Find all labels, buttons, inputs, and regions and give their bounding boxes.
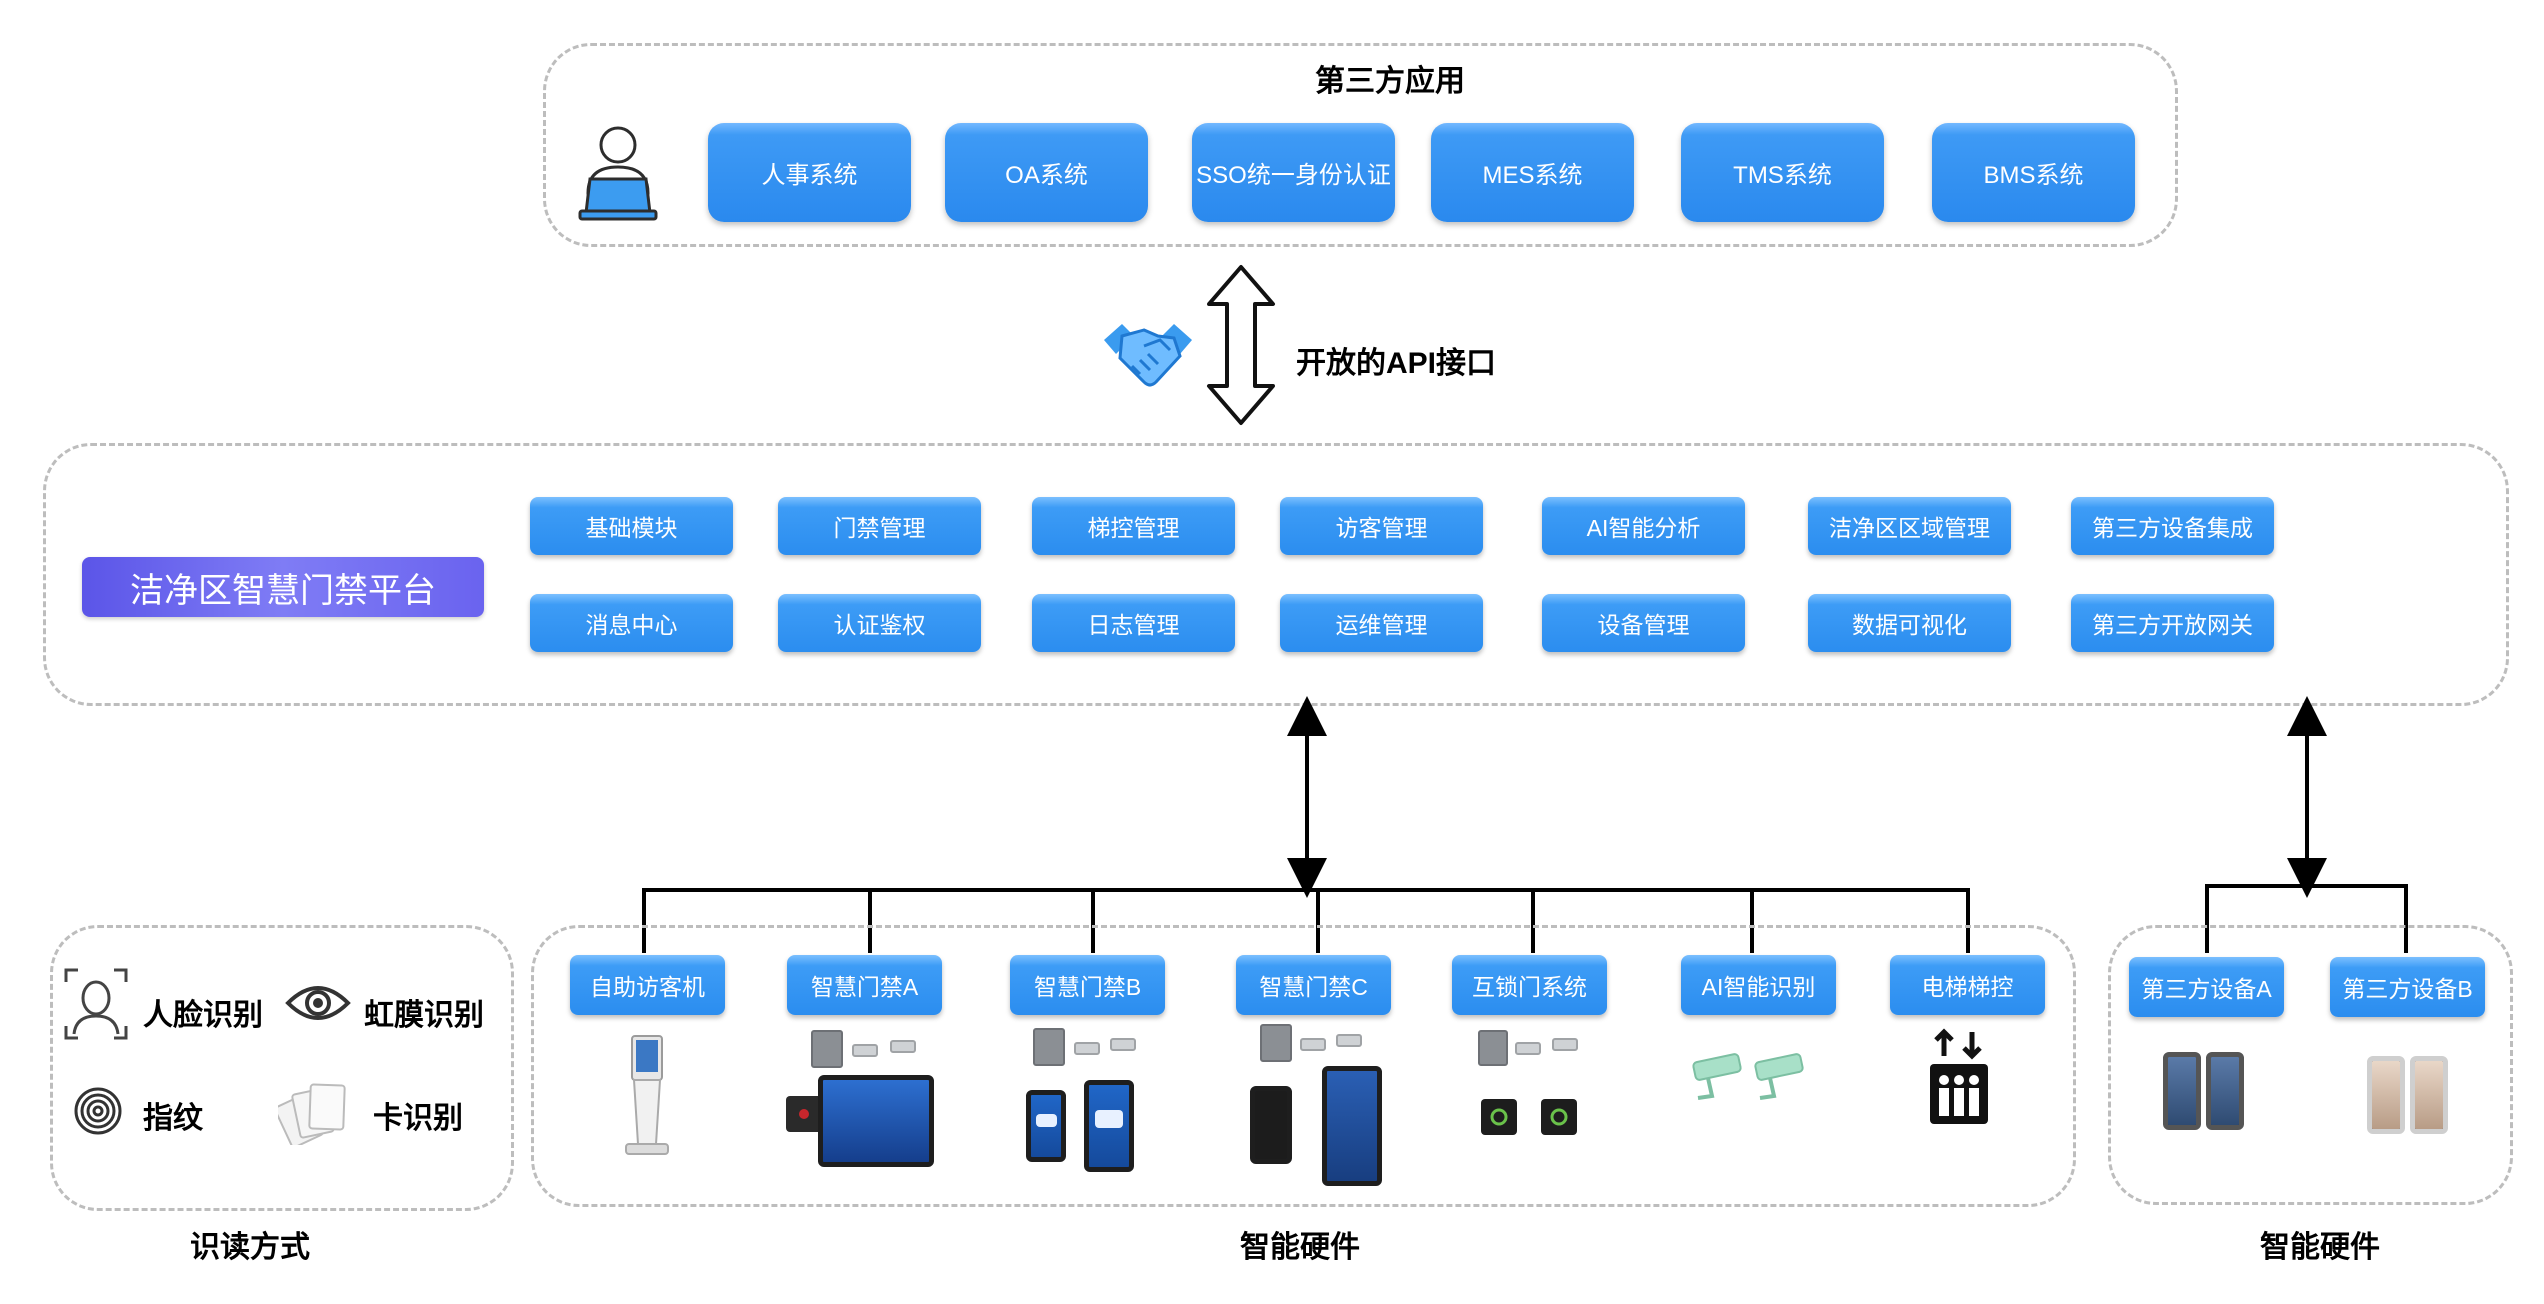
module-ops[interactable]: 运维管理	[1280, 594, 1483, 652]
double-arrow-icon	[1207, 265, 1275, 425]
reading-methods-panel	[50, 925, 514, 1211]
user-laptop-icon	[578, 126, 658, 221]
elevator-icon	[1930, 1028, 1988, 1124]
app-button-bms[interactable]: BMS系统	[1932, 123, 2135, 222]
reading-fingerprint: 指纹	[143, 1102, 203, 1135]
module-elevator-control[interactable]: 梯控管理	[1032, 497, 1235, 555]
smart-hardware-title: 智能硬件	[1240, 1231, 1360, 1264]
module-open-gateway[interactable]: 第三方开放网关	[2071, 594, 2274, 652]
third-party-apps-panel	[543, 43, 2178, 247]
module-message-center[interactable]: 消息中心	[530, 594, 733, 652]
device-smart-door-b[interactable]: 智慧门禁B	[1010, 955, 1165, 1015]
door-a-lock	[852, 1044, 878, 1057]
interlock-lock	[1515, 1042, 1541, 1055]
door-c-lock-2	[1336, 1034, 1362, 1047]
interlock-panel-2	[1541, 1099, 1577, 1135]
third-party-apps-title: 第三方应用	[1315, 65, 1465, 98]
reading-iris: 虹膜识别	[364, 999, 484, 1032]
device-interlock-door[interactable]: 互锁门系统	[1452, 955, 1607, 1015]
module-ai-analysis[interactable]: AI智能分析	[1542, 497, 1745, 555]
module-visitor[interactable]: 访客管理	[1280, 497, 1483, 555]
third-party-a-terminal-1	[2163, 1052, 2201, 1130]
door-c-terminal-2	[1322, 1066, 1382, 1186]
reading-card: 卡识别	[373, 1102, 463, 1135]
kiosk-image	[625, 1035, 669, 1155]
api-label: 开放的API接口	[1296, 347, 1497, 380]
door-a-lock-2	[890, 1040, 916, 1053]
third-party-b-terminal-1	[2367, 1056, 2405, 1134]
device-ai-recognition[interactable]: AI智能识别	[1681, 955, 1836, 1015]
app-button-oa[interactable]: OA系统	[945, 123, 1148, 222]
app-button-tms[interactable]: TMS系统	[1681, 123, 1884, 222]
third-party-hardware-title: 智能硬件	[2260, 1231, 2380, 1264]
module-device-management[interactable]: 设备管理	[1542, 594, 1745, 652]
door-a-dashboard-screen	[818, 1075, 934, 1167]
module-data-visualization[interactable]: 数据可视化	[1808, 594, 2011, 652]
cards-icon	[278, 1083, 346, 1145]
door-b-controller	[1033, 1028, 1065, 1066]
camera-icon	[1692, 1053, 1804, 1100]
interlock-lock-2	[1552, 1038, 1578, 1051]
module-logs[interactable]: 日志管理	[1032, 594, 1235, 652]
platform-panel	[43, 443, 2509, 706]
door-a-controller	[811, 1030, 843, 1068]
device-third-party-b[interactable]: 第三方设备B	[2330, 957, 2485, 1017]
device-elevator-control[interactable]: 电梯梯控	[1890, 955, 2045, 1015]
door-c-controller	[1260, 1024, 1292, 1062]
iris-icon	[285, 986, 351, 1020]
device-smart-door-c[interactable]: 智慧门禁C	[1236, 955, 1391, 1015]
door-c-terminal-1	[1250, 1086, 1292, 1164]
device-third-party-a[interactable]: 第三方设备A	[2129, 957, 2284, 1017]
handshake-icon	[1104, 324, 1192, 387]
platform-name: 洁净区智慧门禁平台	[82, 557, 484, 617]
door-a-reader	[786, 1096, 822, 1132]
module-cleanroom-zone[interactable]: 洁净区区域管理	[1808, 497, 2011, 555]
app-button-sso[interactable]: SSO统一身份认证	[1192, 123, 1395, 222]
interlock-panel-1	[1481, 1099, 1517, 1135]
fingerprint-icon	[74, 1087, 122, 1135]
module-access-control[interactable]: 门禁管理	[778, 497, 981, 555]
face-icon	[64, 968, 128, 1040]
module-basic[interactable]: 基础模块	[530, 497, 733, 555]
module-third-party-integration[interactable]: 第三方设备集成	[2071, 497, 2274, 555]
door-c-lock	[1300, 1038, 1326, 1051]
door-b-terminal-2	[1084, 1080, 1134, 1172]
device-self-service-visitor[interactable]: 自助访客机	[570, 955, 725, 1015]
third-party-hardware-panel	[2108, 925, 2513, 1205]
third-party-a-terminal-2	[2206, 1052, 2244, 1130]
door-b-lock-2	[1110, 1038, 1136, 1051]
app-button-mes[interactable]: MES系统	[1431, 123, 1634, 222]
module-auth[interactable]: 认证鉴权	[778, 594, 981, 652]
door-b-terminal-1	[1026, 1090, 1066, 1162]
door-b-lock	[1074, 1042, 1100, 1055]
reading-face: 人脸识别	[143, 999, 263, 1032]
third-party-b-terminal-2	[2410, 1056, 2448, 1134]
device-smart-door-a[interactable]: 智慧门禁A	[787, 955, 942, 1015]
smart-hardware-panel	[531, 925, 2076, 1207]
interlock-controller	[1478, 1030, 1508, 1066]
app-button-hr[interactable]: 人事系统	[708, 123, 911, 222]
reading-methods-title: 识读方式	[190, 1231, 310, 1264]
